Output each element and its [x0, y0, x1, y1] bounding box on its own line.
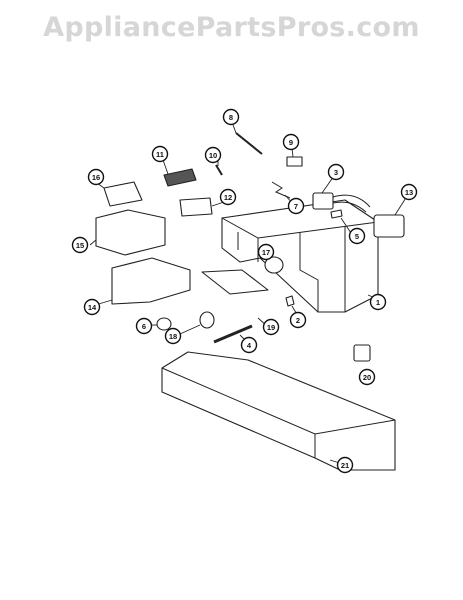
callout-1[interactable]: 1	[369, 293, 387, 311]
callout-number: 12	[224, 193, 232, 202]
callout-5[interactable]: 5	[348, 227, 366, 245]
part-16-frame[interactable]	[103, 181, 143, 207]
part-1-housing[interactable]	[221, 199, 379, 313]
callout-circle	[400, 183, 418, 201]
callout-9[interactable]: 9	[282, 133, 300, 151]
callout-circle	[204, 146, 222, 164]
part-8-rod[interactable]	[235, 132, 263, 155]
callout-15[interactable]: 15	[71, 236, 89, 254]
callout-4[interactable]: 4	[240, 336, 258, 354]
part-4-shaft[interactable]	[213, 324, 253, 344]
callout-2[interactable]: 2	[289, 311, 307, 329]
callout-number: 2	[296, 316, 300, 325]
callout-number: 15	[76, 241, 84, 250]
callout-number: 7	[294, 202, 298, 211]
part-14-chute[interactable]	[111, 257, 191, 305]
callout-number: 17	[262, 248, 270, 257]
part-21-front-panel[interactable]	[161, 351, 396, 471]
callout-number: 8	[229, 113, 233, 122]
callout-number: 6	[142, 322, 146, 331]
callout-10[interactable]: 10	[204, 146, 222, 164]
part-15-cover[interactable]	[95, 209, 166, 256]
callout-circle	[257, 243, 275, 261]
callout-number: 1	[376, 298, 380, 307]
callout-number: 20	[363, 373, 371, 382]
callout-circle	[327, 163, 345, 181]
callout-number: 5	[355, 232, 359, 241]
part-19-lever[interactable]	[201, 269, 269, 295]
callout-circle	[135, 317, 153, 335]
callout-16[interactable]: 16	[87, 168, 105, 186]
callout-number: 9	[289, 138, 293, 147]
callout-3[interactable]: 3	[327, 163, 345, 181]
callout-circle	[348, 227, 366, 245]
callout-circle	[219, 188, 237, 206]
callout-number: 11	[156, 150, 164, 159]
part-13-solenoid[interactable]	[373, 214, 405, 238]
part-20-switch-box[interactable]	[353, 344, 371, 362]
callout-number: 21	[341, 461, 349, 470]
callout-circle	[262, 318, 280, 336]
callout-14[interactable]: 14	[83, 298, 101, 316]
callout-circle	[83, 298, 101, 316]
callout-number: 4	[247, 341, 252, 350]
callout-circle	[222, 108, 240, 126]
callout-number: 19	[267, 323, 275, 332]
callout-number: 10	[209, 151, 217, 160]
callout-circle	[358, 368, 376, 386]
callout-circle	[71, 236, 89, 254]
callout-20[interactable]: 20	[358, 368, 376, 386]
watermark-logo: AppliancePartsPros.com	[43, 12, 420, 43]
callout-19[interactable]: 19	[262, 318, 280, 336]
callout-7[interactable]: 7	[287, 197, 305, 215]
callout-number: 14	[88, 303, 97, 312]
callout-6[interactable]: 6	[135, 317, 153, 335]
part-3-switch[interactable]	[312, 192, 371, 213]
callout-number: 18	[169, 332, 177, 341]
callout-13[interactable]: 13	[400, 183, 418, 201]
callout-circle	[164, 327, 182, 345]
part-2-clip[interactable]	[285, 295, 295, 307]
callout-circle	[336, 456, 354, 474]
callout-circle	[369, 293, 387, 311]
callout-circle	[87, 168, 105, 186]
callout-17[interactable]: 17	[257, 243, 275, 261]
part-5-screw[interactable]	[330, 209, 343, 219]
part-17-motor[interactable]	[264, 256, 284, 274]
callout-number: 16	[92, 173, 100, 182]
callout-number: 13	[405, 188, 413, 197]
callout-circle	[151, 145, 169, 163]
callout-21[interactable]: 21	[336, 456, 354, 474]
part-9-clip[interactable]	[286, 156, 303, 167]
part-12-actuator[interactable]	[179, 197, 213, 217]
callout-circle	[240, 336, 258, 354]
part-18-bulb[interactable]	[199, 311, 215, 329]
callout-8[interactable]: 8	[222, 108, 240, 126]
part-11-plate[interactable]	[163, 168, 197, 187]
callout-circle	[289, 311, 307, 329]
callout-number: 3	[334, 168, 338, 177]
callout-circle	[282, 133, 300, 151]
callout-18[interactable]: 18	[164, 327, 182, 345]
callout-circle	[287, 197, 305, 215]
callout-11[interactable]: 11	[151, 145, 169, 163]
callout-12[interactable]: 12	[219, 188, 237, 206]
part-6-knob[interactable]	[156, 317, 172, 331]
part-10-pin[interactable]	[215, 164, 223, 176]
part-7-bracket[interactable]	[271, 181, 291, 199]
